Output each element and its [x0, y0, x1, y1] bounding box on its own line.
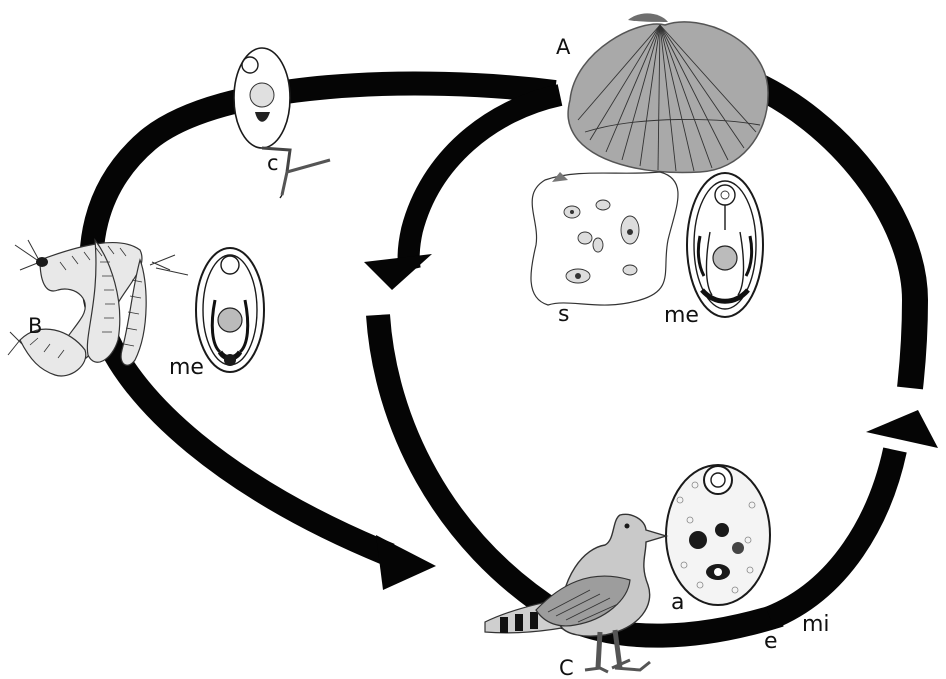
label-miracidium: mi [802, 612, 830, 637]
cockle-shell-icon [568, 13, 768, 172]
arrow-shell-to-worm [91, 84, 555, 555]
sporocyst-icon [531, 172, 678, 305]
label-metacercaria-left: me [169, 355, 204, 380]
label-sporocyst: s [558, 302, 569, 327]
label-host-c: C [559, 656, 574, 679]
adult-fluke-icon [666, 465, 770, 605]
polychaete-worm-icon [8, 240, 188, 376]
arrow-shell-to-right [745, 80, 915, 388]
cercaria-icon [234, 48, 330, 198]
arrowhead-to-right [866, 410, 938, 448]
arrowhead-to-bird [376, 535, 436, 590]
label-host-b: B [28, 314, 42, 338]
label-metacercaria-right: me [664, 303, 699, 328]
arrowhead-inner [364, 254, 432, 290]
arrow-bird-to-egg [770, 450, 895, 618]
label-egg: e [764, 629, 778, 654]
label-cercaria: c [267, 151, 279, 175]
label-adult: a [671, 590, 684, 615]
metacercaria-icon [687, 173, 763, 317]
metacercaria-icon [196, 248, 264, 372]
label-host-a: A [556, 35, 571, 59]
